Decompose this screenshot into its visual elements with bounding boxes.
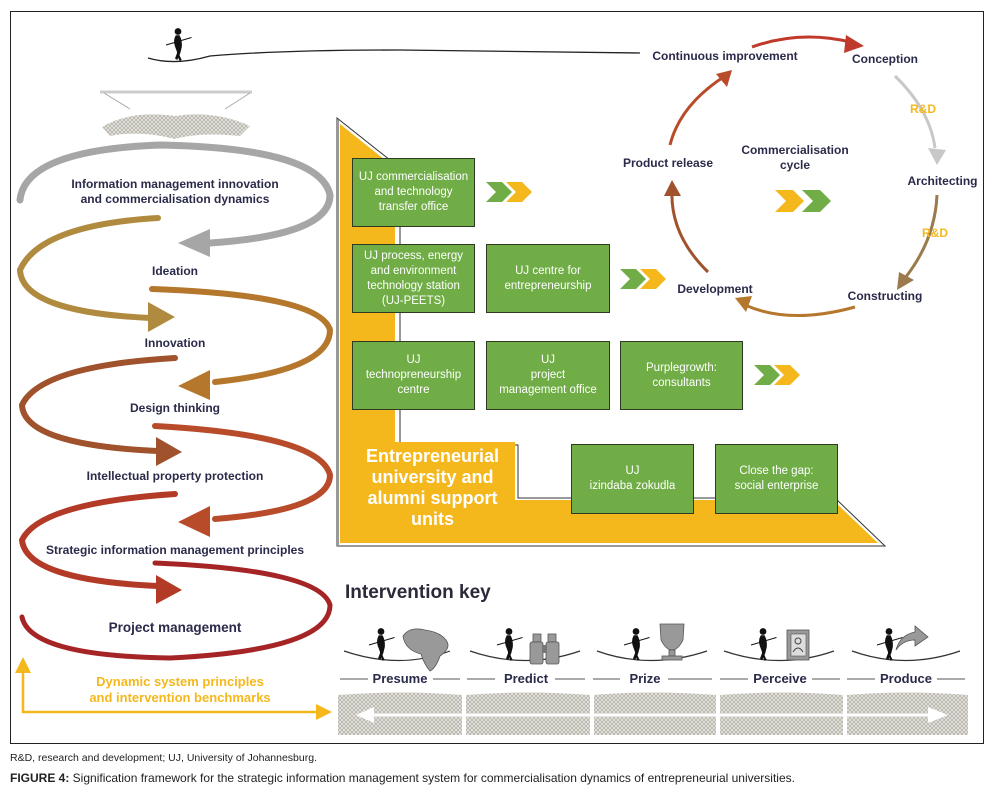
unit-box-izindaba-zokudla: UJ izindaba zokudla: [571, 444, 694, 514]
unit-box-purplegrowth: Purplegrowth: consultants: [620, 341, 743, 410]
intervention-key-graphics: [338, 623, 968, 735]
cycle-stage-continuous-improvement: Continuous improvement: [652, 49, 798, 63]
unit-box-technopreneurship: UJ technopreneurship centre: [352, 341, 475, 410]
cycle-stage-conception: Conception: [852, 52, 918, 66]
key-label-predict: Predict: [503, 671, 549, 686]
benchmark-arrow: [15, 657, 332, 720]
caption-text: Signification framework for the strategi…: [69, 771, 795, 785]
spiral-label-design-thinking: Design thinking: [130, 401, 220, 415]
unit-box-project-mgmt-office: UJ project management office: [486, 341, 610, 410]
share-arrow-icon: [895, 625, 929, 651]
footnote: R&D, research and development; UJ, Unive…: [10, 752, 317, 764]
key-label-produce: Produce: [879, 671, 932, 686]
unit-box-close-the-gap: Close the gap: social enterprise: [715, 444, 838, 514]
tightrope-walker-icon: [147, 27, 641, 63]
key-rope-perceive: [723, 627, 835, 662]
cycle-title: Commercialisation cycle: [741, 143, 849, 172]
unit-box-commercialisation-office: UJ commercialisation and technology tran…: [352, 158, 475, 227]
chevron-arrows-1: [486, 182, 532, 202]
cycle-stage-constructing: Constructing: [847, 289, 923, 303]
rd-label-1: R&D: [910, 102, 936, 116]
key-rope-predict: [469, 627, 581, 662]
benchmark-label: Dynamic system principles and interventi…: [89, 674, 271, 705]
spiral-label-strategic-principles: Strategic information management princip…: [45, 543, 305, 557]
contact-book-icon: [786, 629, 810, 661]
figure-frame: [10, 11, 984, 744]
spiral-label-innovation: Innovation: [144, 336, 206, 350]
spiral-process-arrows: [16, 141, 334, 661]
chevron-arrows-3: [754, 365, 800, 385]
key-rope-prize: [596, 627, 708, 662]
commercialisation-cycle-arrows: [664, 35, 946, 318]
cycle-stage-architecting: Architecting: [907, 174, 978, 188]
binoculars-icon: [529, 633, 560, 665]
spiral-label-ip-protection: Intellectual property protection: [86, 469, 264, 483]
figure-caption: FIGURE 4: Signification framework for th…: [10, 771, 795, 785]
unit-box-centre-entrepreneurship: UJ centre for entrepreneurship: [486, 244, 610, 313]
spiral-label-info-mgmt: Information management innovation and co…: [71, 177, 279, 206]
safety-net-icon: [100, 90, 252, 139]
key-rope-produce: [851, 627, 961, 662]
chevron-arrows-cycle: [775, 190, 831, 212]
safety-net-strip: [338, 692, 968, 735]
key-label-prize: Prize: [629, 671, 661, 686]
rd-label-2: R&D: [922, 226, 948, 240]
spiral-label-project-management: Project management: [108, 620, 242, 635]
cycle-stage-development: Development: [677, 282, 753, 296]
africa-map-icon: [402, 628, 449, 672]
chevron-arrows-2: [620, 269, 666, 289]
unit-box-uj-peets: UJ process, energy and environment techn…: [352, 244, 475, 313]
key-label-perceive: Perceive: [753, 671, 807, 686]
intervention-key-title: Intervention key: [345, 582, 491, 603]
caption-label: FIGURE 4:: [10, 771, 70, 785]
trophy-icon: [659, 623, 685, 661]
spiral-label-ideation: Ideation: [151, 264, 198, 278]
key-label-presume: Presume: [372, 671, 428, 686]
cycle-stage-product-release: Product release: [622, 156, 714, 170]
support-units-title: Entrepreneurial university and alumni su…: [365, 446, 500, 529]
